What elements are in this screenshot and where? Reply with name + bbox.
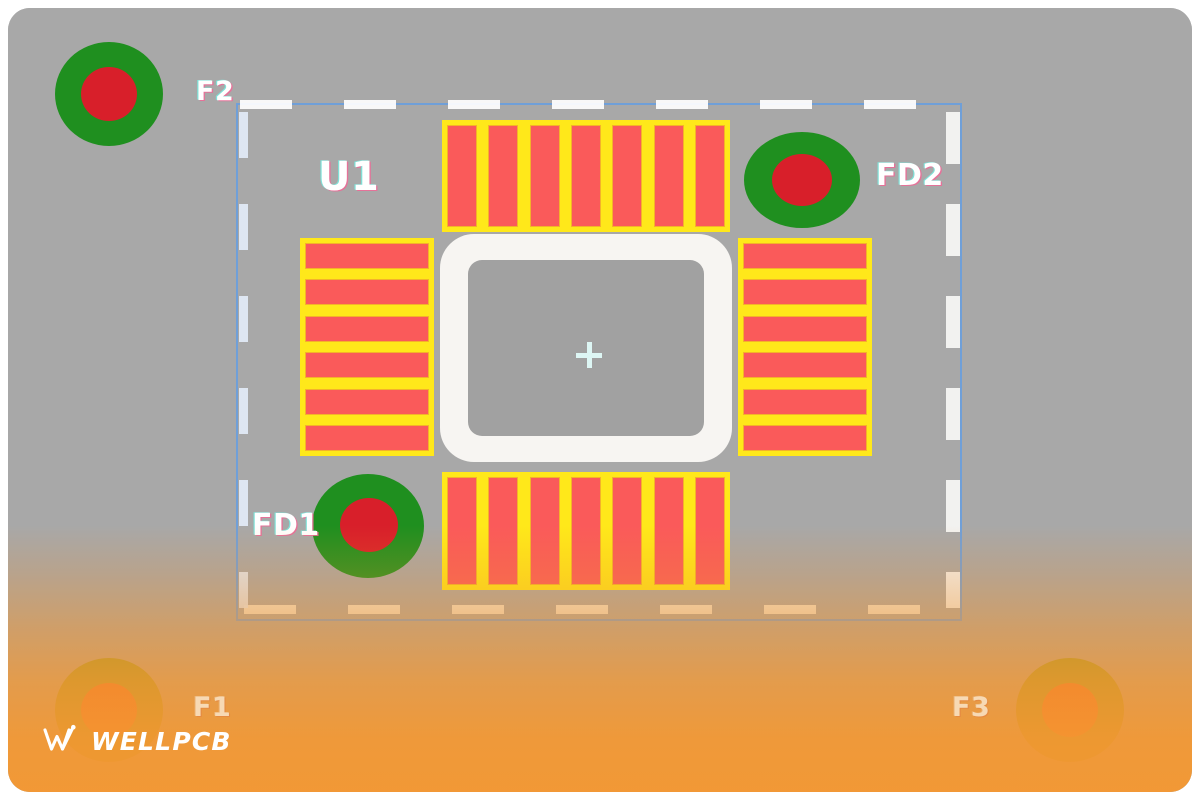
pad[interactable] [305, 388, 429, 415]
wellpcb-watermark: WELLPCB [42, 723, 232, 760]
pad[interactable] [612, 477, 643, 585]
pad[interactable] [653, 125, 684, 227]
right-pad-bank[interactable] [738, 238, 872, 456]
pad[interactable] [743, 279, 867, 306]
pad[interactable] [570, 125, 601, 227]
f2-label: F2 [196, 76, 235, 107]
crosshair-vertical-bar [587, 342, 592, 368]
f1-label: F1 [193, 692, 232, 723]
f3-label: F3 [952, 692, 991, 723]
f2-via-core [81, 67, 137, 121]
fd1-via-core [340, 498, 398, 552]
fd2-via-core [772, 154, 832, 206]
fd2-via[interactable] [744, 132, 860, 228]
pad[interactable] [694, 125, 725, 227]
pad[interactable] [743, 424, 867, 451]
w-logo-icon [42, 723, 82, 760]
pad[interactable] [305, 424, 429, 451]
pad[interactable] [653, 477, 684, 585]
pad[interactable] [447, 477, 477, 585]
pad[interactable] [305, 315, 429, 342]
pad[interactable] [488, 125, 519, 227]
pad[interactable] [529, 477, 560, 585]
f3-board-via[interactable] [1016, 658, 1124, 762]
pad[interactable] [743, 388, 867, 415]
pcb-canvas[interactable]: F2 F1 F3 U1 [8, 8, 1192, 792]
pad[interactable] [612, 125, 643, 227]
watermark-brand-text: WELLPCB [91, 727, 232, 756]
courtyard-dash-right [946, 112, 960, 608]
bottom-pad-bank[interactable] [442, 472, 730, 590]
pad[interactable] [529, 125, 560, 227]
f3-via-core [1042, 683, 1098, 737]
u1-designator-label: U1 [318, 154, 380, 200]
pad[interactable] [743, 315, 867, 342]
pad[interactable] [447, 125, 477, 227]
origin-crosshair-icon [576, 342, 602, 368]
pad[interactable] [305, 352, 429, 379]
courtyard-dash-top [240, 100, 958, 109]
pad[interactable] [743, 352, 867, 379]
top-pad-bank[interactable] [442, 120, 730, 232]
pad[interactable] [305, 243, 429, 269]
pad[interactable] [694, 477, 725, 585]
fd1-via[interactable] [312, 474, 424, 578]
f2-board-via[interactable] [55, 42, 163, 146]
pad[interactable] [488, 477, 519, 585]
pad[interactable] [743, 243, 867, 269]
pad[interactable] [570, 477, 601, 585]
courtyard-dash-left [239, 112, 248, 608]
fd1-label: FD1 [252, 508, 320, 543]
fd2-label: FD2 [876, 158, 944, 193]
courtyard-dash-bottom [244, 605, 958, 614]
left-pad-bank[interactable] [300, 238, 434, 456]
pad[interactable] [305, 279, 429, 306]
